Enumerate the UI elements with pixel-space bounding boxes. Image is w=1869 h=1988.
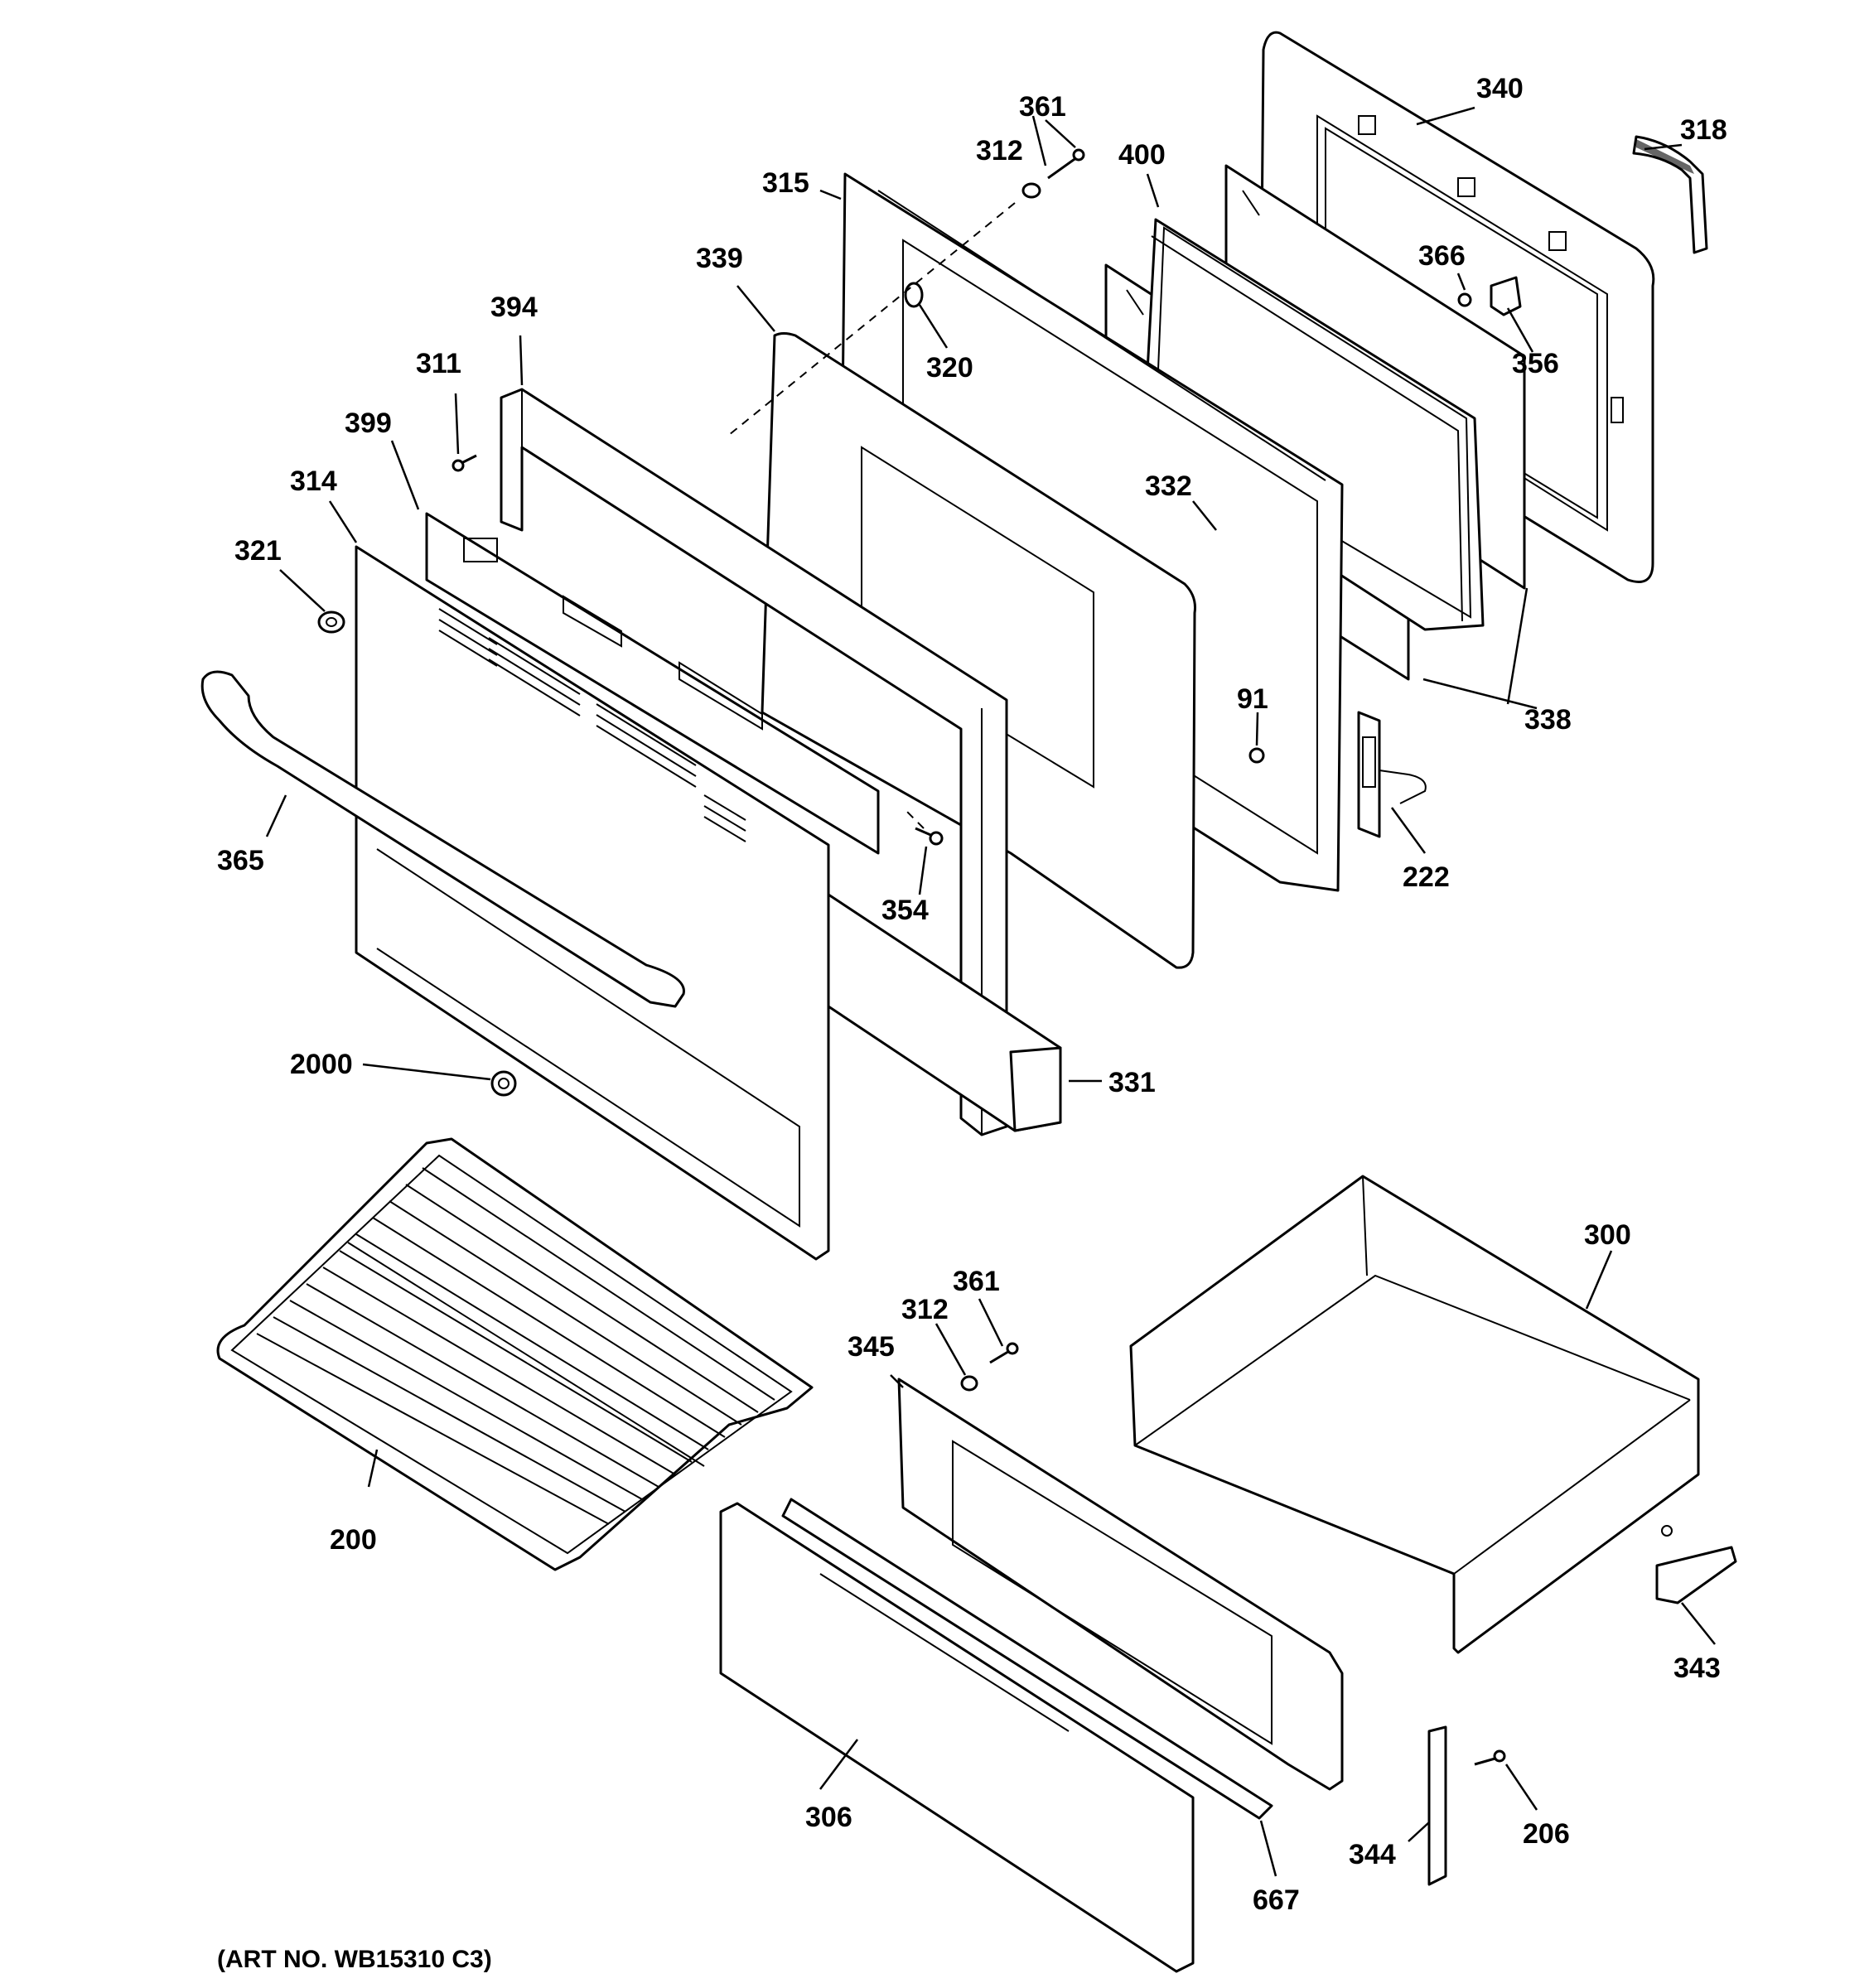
screw-366 [1457,292,1472,307]
label-312-bottom: 312 [901,1294,949,1325]
door-bumper [317,610,345,634]
washer-312-top [1021,182,1041,199]
label-366: 366 [1418,240,1466,272]
drawer-front [719,1502,1195,1973]
drawer-rail [1427,1725,1447,1886]
label-344: 344 [1349,1839,1396,1870]
label-222: 222 [1403,861,1450,893]
label-339: 339 [696,243,743,274]
door-handle [200,670,685,1008]
door-inner-frame [1142,218,1485,631]
label-318: 318 [1680,114,1727,146]
outer-door-front [355,545,830,1261]
screw-361-top [1047,148,1085,180]
label-315: 315 [762,167,809,199]
label-667: 667 [1253,1884,1300,1916]
insulation-block [827,893,1062,1132]
art-number: (ART NO. WB15310 C3) [217,1946,492,1973]
door-insulation-panel [761,332,1196,969]
label-331: 331 [1108,1067,1156,1098]
outer-door-panel [1259,31,1655,583]
label-91: 91 [1237,683,1268,715]
screw-311 [452,454,477,472]
label-365: 365 [217,845,264,876]
label-311: 311 [416,348,461,379]
door-gasket [1632,135,1708,254]
leader-lines [265,106,1716,1877]
label-343: 343 [1673,1653,1721,1684]
drawer-roller [1655,1525,1737,1604]
screw-361-bottom [989,1342,1019,1364]
label-206: 206 [1523,1818,1570,1850]
label-399: 399 [345,408,392,439]
door-hinge [1357,711,1427,838]
label-314: 314 [290,466,337,497]
plug [490,1070,517,1097]
label-321: 321 [234,535,282,567]
washer-312-bottom [960,1375,978,1392]
label-320: 320 [926,352,973,384]
drawer-gasket [781,1498,1273,1820]
label-2000: 2000 [290,1049,353,1080]
screw-206 [1474,1749,1506,1766]
label-340: 340 [1476,73,1524,104]
part-labels: 361 312 315 339 400 340 318 366 356 320 … [217,73,1727,1973]
vent-panel [425,512,880,855]
hinge-356 [1490,276,1522,316]
screw-354 [915,827,944,846]
label-338: 338 [1524,704,1572,736]
label-306: 306 [805,1802,852,1833]
drawer-inner-panel [897,1378,1344,1791]
screw-91 [1248,747,1265,764]
label-361-top: 361 [1019,91,1066,123]
label-361-bottom: 361 [953,1266,1000,1297]
label-400: 400 [1118,139,1166,171]
clip-320 [904,282,924,308]
label-345: 345 [848,1331,895,1363]
label-312-top: 312 [976,135,1023,166]
label-300: 300 [1584,1219,1631,1251]
label-356: 356 [1512,348,1559,379]
oven-rack [216,1137,814,1571]
label-394: 394 [490,292,538,323]
label-200: 200 [330,1524,377,1556]
drawer-body [1129,1175,1700,1654]
label-332: 332 [1145,470,1192,502]
label-354: 354 [881,895,929,926]
